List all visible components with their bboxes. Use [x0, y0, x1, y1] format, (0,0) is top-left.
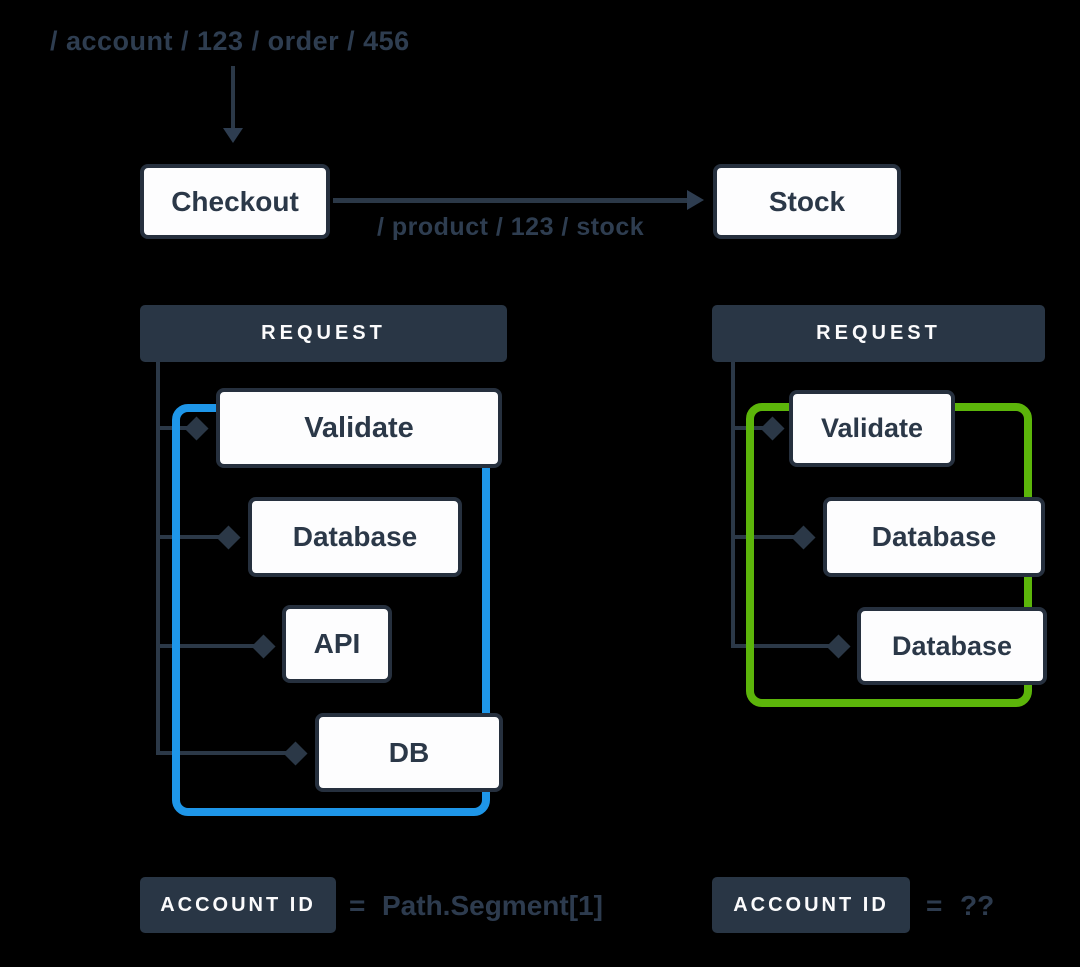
incoming-path-label: / account / 123 / order / 456: [50, 26, 410, 56]
left-step-validate-label: Validate: [304, 411, 414, 444]
right-equals-sign: =: [926, 890, 943, 921]
stock-service-node: Stock: [713, 164, 901, 239]
checkout-service-node: Checkout: [140, 164, 330, 239]
right-account-id-badge: ACCOUNT ID: [712, 877, 910, 933]
flow-arrow-shaft: [333, 198, 688, 203]
left-step-api: API: [282, 605, 392, 683]
right-request-header: REQUEST: [712, 305, 1045, 362]
left-step-db: DB: [315, 713, 503, 792]
left-account-id-badge-label: ACCOUNT ID: [160, 893, 316, 916]
left-account-id-badge: ACCOUNT ID: [140, 877, 336, 933]
right-step-validate: Validate: [789, 390, 955, 467]
left-request-header-label: REQUEST: [261, 322, 386, 344]
left-step-database: Database: [248, 497, 462, 577]
right-account-id-value: ??: [960, 890, 995, 921]
left-step-db-label: DB: [388, 736, 430, 768]
left-branch-line: [156, 644, 265, 648]
right-trunk-line: [731, 362, 735, 648]
right-step-validate-label: Validate: [820, 413, 924, 443]
right-step-database-1: Database: [823, 497, 1045, 577]
down-arrow-shaft: [231, 66, 235, 130]
left-step-api-label: API: [313, 628, 361, 659]
left-account-id-value: Path.Segment[1]: [382, 890, 603, 921]
right-account-id-badge-label: ACCOUNT ID: [733, 893, 889, 916]
checkout-service-label: Checkout: [171, 185, 299, 217]
right-branch-line: [731, 535, 805, 539]
flow-arrow-icon: [687, 190, 704, 210]
left-branch-line: [156, 535, 230, 539]
right-branch-line: [731, 644, 840, 648]
left-trunk-line: [156, 362, 160, 755]
left-step-validate: Validate: [216, 388, 502, 468]
right-step-database-2-label: Database: [891, 630, 1013, 661]
right-step-database-1-label: Database: [871, 521, 997, 552]
right-step-database-2: Database: [857, 607, 1047, 685]
left-branch-line: [156, 751, 297, 755]
right-request-header-label: REQUEST: [816, 322, 941, 344]
request-path-label: / product / 123 / stock: [377, 213, 645, 241]
stock-service-label: Stock: [768, 185, 846, 217]
left-equals-sign: =: [349, 890, 366, 921]
left-step-database-label: Database: [292, 521, 418, 552]
left-request-header: REQUEST: [140, 305, 507, 362]
down-arrow-icon: [223, 128, 243, 143]
